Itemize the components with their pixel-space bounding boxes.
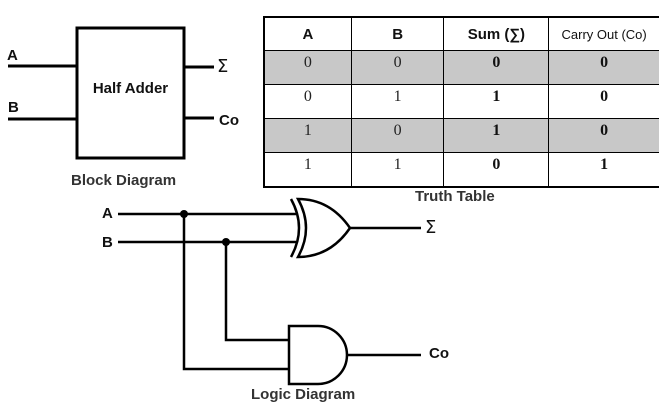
logic-input-b-label: B — [102, 234, 113, 251]
logic-sum-label: Σ — [425, 217, 437, 238]
cell-a: 1 — [263, 152, 352, 188]
cell-sum: 1 — [443, 84, 550, 119]
wire-b-to-and — [224, 242, 289, 342]
table-row: 1 1 0 1 — [263, 152, 659, 188]
half-adder-label: Half Adder — [92, 80, 169, 97]
block-diagram-caption: Block Diagram — [71, 172, 177, 189]
block-sum-label: Σ — [217, 56, 229, 77]
logic-input-a-label: A — [102, 205, 113, 222]
truth-table-caption: Truth Table — [415, 188, 495, 205]
cell-carry: 0 — [548, 50, 659, 85]
logic-diagram-caption: Logic Diagram — [251, 386, 356, 403]
table-row: 0 1 1 0 — [263, 84, 659, 119]
header-carry-out: Carry Out (Co) — [548, 16, 659, 51]
and-gate — [287, 324, 349, 386]
cell-b: 0 — [350, 50, 445, 85]
cell-a: 1 — [263, 118, 352, 153]
block-input-a-label: A — [7, 47, 18, 64]
logic-carry-label: Co — [429, 345, 449, 362]
cell-carry: 0 — [548, 84, 659, 119]
cell-sum: 1 — [443, 118, 550, 153]
truth-table: A B Sum (∑) Carry Out (Co) 0 0 0 0 0 1 1… — [263, 16, 659, 188]
header-a: A — [263, 16, 352, 51]
wire-a-to-and — [182, 214, 289, 371]
cell-sum: 0 — [443, 50, 550, 85]
table-row: 0 0 0 0 — [263, 50, 659, 85]
cell-a: 0 — [263, 50, 352, 85]
block-input-b-label: B — [8, 99, 19, 116]
half-adder-box — [75, 26, 186, 160]
cell-b: 0 — [350, 118, 445, 153]
cell-a: 0 — [263, 84, 352, 119]
cell-b: 1 — [350, 84, 445, 119]
block-diagram — [8, 26, 214, 160]
xor-extra-arc — [289, 198, 301, 258]
header-b: B — [350, 16, 445, 51]
cell-b: 1 — [350, 152, 445, 188]
cell-carry: 1 — [548, 152, 659, 188]
block-carry-label: Co — [219, 112, 239, 129]
xor-gate — [289, 197, 352, 259]
cell-sum: 0 — [443, 152, 550, 188]
table-row: 1 0 1 0 — [263, 118, 659, 153]
xor-body — [295, 197, 352, 259]
header-sum: Sum (∑) — [443, 16, 550, 51]
cell-carry: 0 — [548, 118, 659, 153]
truth-table-header: A B Sum (∑) Carry Out (Co) — [263, 16, 659, 51]
